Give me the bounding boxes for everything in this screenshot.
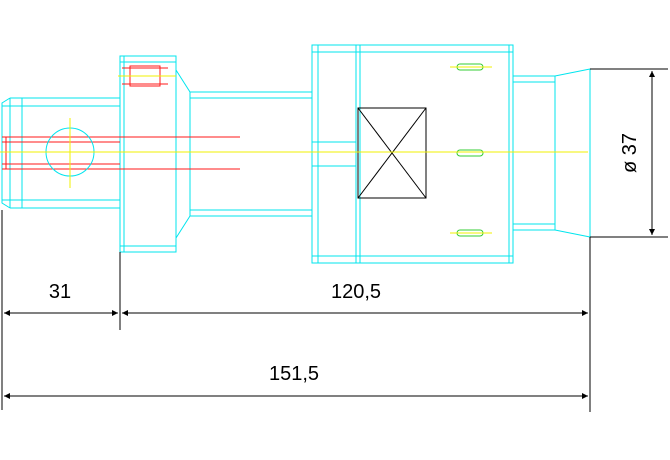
left-nozzle (1, 97, 121, 209)
part-outline (1, 44, 591, 264)
cooling-slots (456, 63, 484, 237)
main-body (355, 44, 514, 264)
dim-text-body: 120,5 (331, 281, 381, 303)
middle-shaft (189, 91, 313, 217)
dim-text-left: 31 (49, 281, 71, 303)
internal-threads (2, 65, 240, 170)
dim-text-total: 151,5 (269, 363, 319, 385)
dim-text-diameter: ø 37 (619, 133, 641, 173)
wrench-flats (357, 107, 427, 199)
dimension-lines (1, 68, 668, 412)
collar (311, 44, 357, 264)
centerlines (0, 66, 588, 234)
tapered-end (512, 68, 591, 238)
flange (119, 55, 191, 253)
